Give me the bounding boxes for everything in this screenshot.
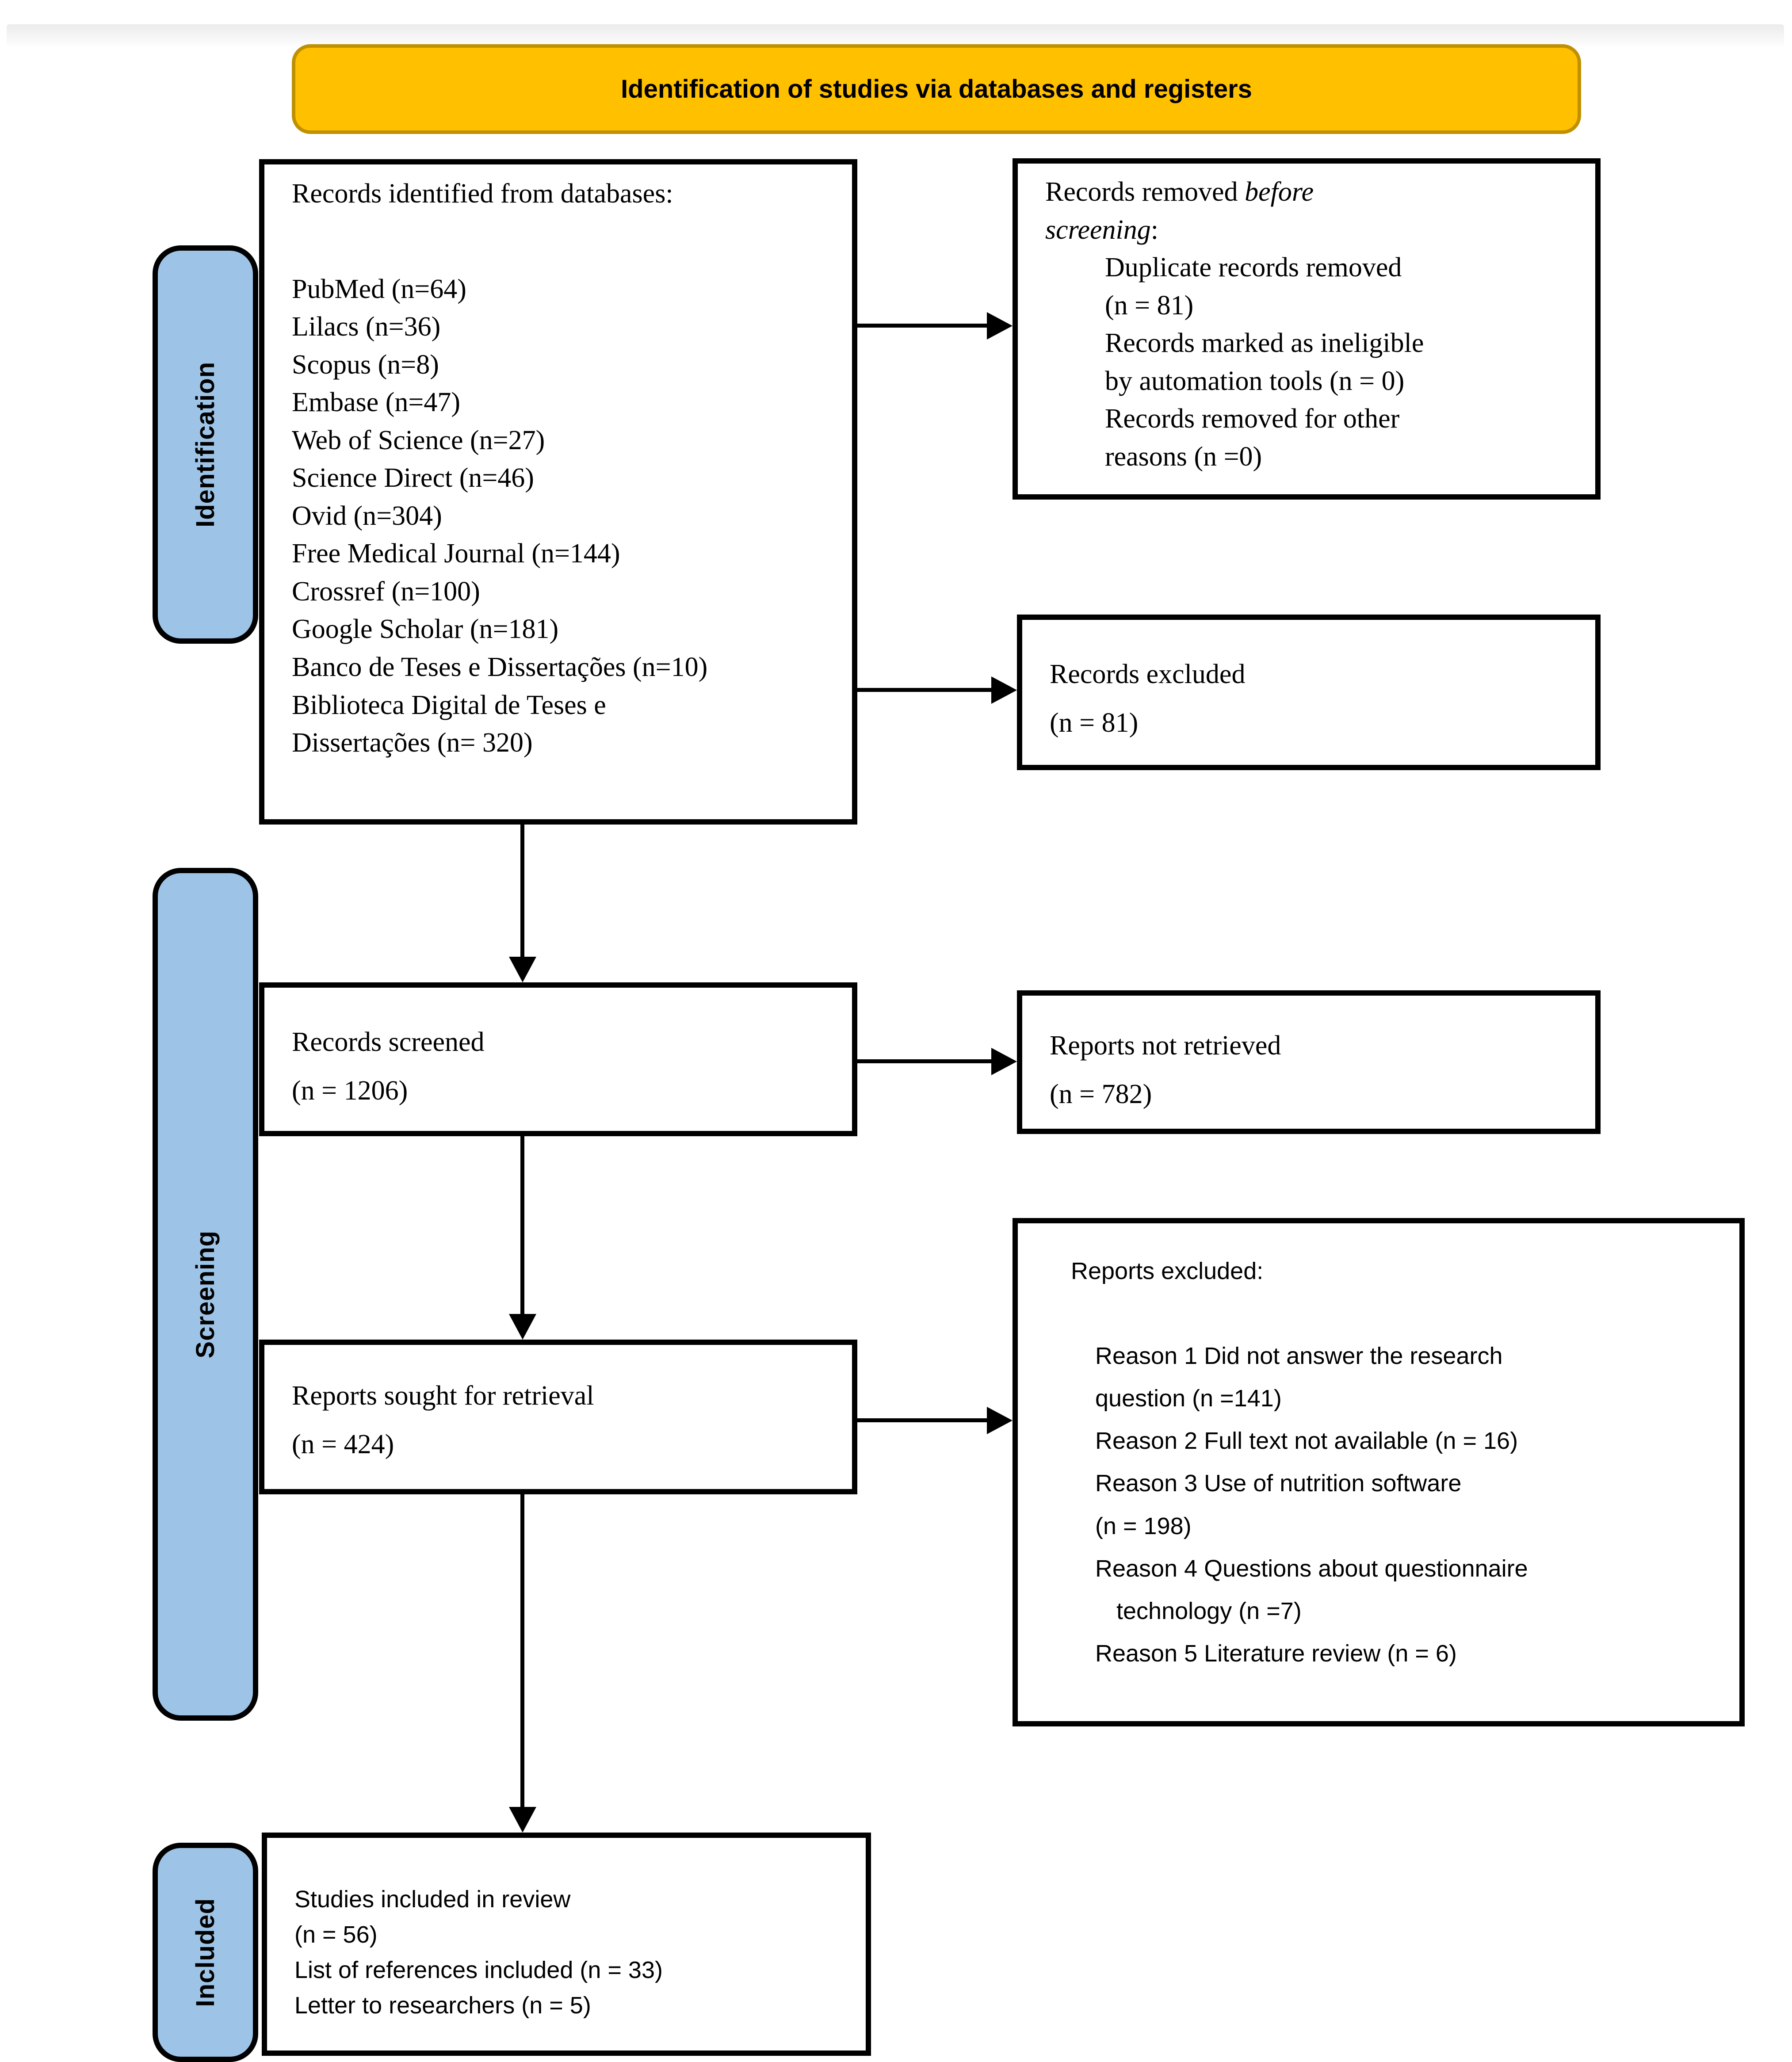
records-screened-line2: (n = 1206) (292, 1076, 408, 1106)
arrow-sought-to-included (520, 1494, 524, 1807)
studies-included-line2: (n = 56) (294, 1921, 378, 1948)
arrow-screened-to-not-retrieved (857, 1059, 991, 1063)
records-identified-item: Embase (n=47) (292, 387, 461, 418)
records-excluded-line1: Records excluded (1050, 659, 1246, 689)
records-identified-item: Biblioteca Digital de Teses e Dissertaçõ… (292, 690, 606, 758)
records-identified-item: Scopus (n=8) (292, 349, 439, 380)
title-text: : (1150, 214, 1158, 245)
reports-not-retrieved-line1: Reports not retrieved (1050, 1031, 1281, 1061)
reports-excluded-reason: Reason 3 Use of nutrition software (n = … (1095, 1470, 1462, 1539)
flow-box-records-identified: Records identified from databases: PubMe… (259, 159, 857, 825)
title-text: Records removed (1045, 177, 1245, 207)
stage-box-included: Included (153, 1843, 258, 2062)
reports-not-retrieved-line2: (n = 782) (1050, 1079, 1152, 1110)
flow-box-records-removed: Records removed before screening: Duplic… (1013, 158, 1601, 500)
records-removed-item: Duplicate records removed (n = 81) (1105, 252, 1402, 321)
flow-box-studies-included: Studies included in review (n = 56) List… (262, 1833, 871, 2056)
records-removed-title-line1: Records removed before (1045, 173, 1582, 211)
flow-box-reports-not-retrieved: Reports not retrieved (n = 782) (1017, 990, 1601, 1134)
reports-excluded-reason: Reason 4 Questions about questionnaire t… (1095, 1555, 1528, 1624)
records-identified-item: Ovid (n=304) (292, 500, 442, 531)
title-italic: before (1245, 177, 1314, 207)
spacer (1071, 1292, 1722, 1335)
reports-excluded-reason: Reason 1 Did not answer the research que… (1095, 1343, 1503, 1412)
reports-sought-line2: (n = 424) (292, 1429, 394, 1460)
stage-label-identification: Identification (191, 362, 220, 527)
title-italic: screening (1045, 214, 1151, 245)
records-identified-item: Science Direct (n=46) (292, 463, 534, 493)
records-identified-item: Crossref (n=100) (292, 576, 480, 607)
records-excluded-line2: (n = 81) (1050, 708, 1139, 738)
stage-box-screening: Screening (153, 868, 258, 1721)
spacer (292, 213, 839, 271)
records-identified-title: Records identified from databases: (292, 179, 673, 209)
flow-box-reports-excluded: Reports excluded: Reason 1 Did not answe… (1013, 1218, 1745, 1726)
diagram-header-banner: Identification of studies via databases … (292, 44, 1581, 134)
stage-label-included: Included (191, 1898, 220, 2007)
stage-label-screening: Screening (191, 1230, 220, 1359)
top-gradient-strip (7, 24, 1784, 46)
reports-excluded-reason: Reason 2 Full text not available (n = 16… (1095, 1428, 1518, 1455)
studies-included-line1: Studies included in review (294, 1886, 571, 1913)
records-identified-item: Web of Science (n=27) (292, 425, 545, 455)
flow-box-records-excluded: Records excluded (n = 81) (1017, 615, 1601, 770)
flow-box-reports-sought: Reports sought for retrieval (n = 424) (259, 1340, 857, 1494)
arrow-identified-to-excluded (857, 688, 991, 692)
arrow-screened-to-sought (520, 1136, 524, 1314)
flow-box-records-screened: Records screened (n = 1206) (259, 982, 857, 1136)
reports-excluded-title: Reports excluded: (1071, 1258, 1264, 1284)
records-screened-line1: Records screened (292, 1027, 485, 1057)
records-removed-item: Records marked as ineligible by automati… (1105, 328, 1424, 396)
records-removed-item: Records removed for other reasons (n =0) (1105, 404, 1400, 472)
stage-box-identification: Identification (153, 245, 258, 644)
studies-included-line4: Letter to researchers (n = 5) (294, 1992, 591, 2019)
diagram-header-title: Identification of studies via databases … (621, 75, 1252, 103)
arrow-identified-to-removed (857, 324, 987, 328)
records-identified-item: Free Medical Journal (n=144) (292, 538, 620, 569)
studies-included-line3: List of references included (n = 33) (294, 1956, 663, 1983)
records-identified-item: Google Scholar (n=181) (292, 614, 559, 645)
reports-excluded-reason: Reason 5 Literature review (n = 6) (1095, 1640, 1457, 1667)
arrow-identified-to-screened (520, 825, 524, 957)
records-identified-item: PubMed (n=64) (292, 274, 466, 304)
records-removed-title-line2: screening: (1045, 211, 1582, 249)
records-identified-item: Banco de Teses e Dissertações (n=10) (292, 652, 708, 683)
records-identified-item: Lilacs (n=36) (292, 312, 441, 342)
reports-sought-line1: Reports sought for retrieval (292, 1381, 594, 1411)
arrow-sought-to-reports-excluded (857, 1418, 987, 1422)
